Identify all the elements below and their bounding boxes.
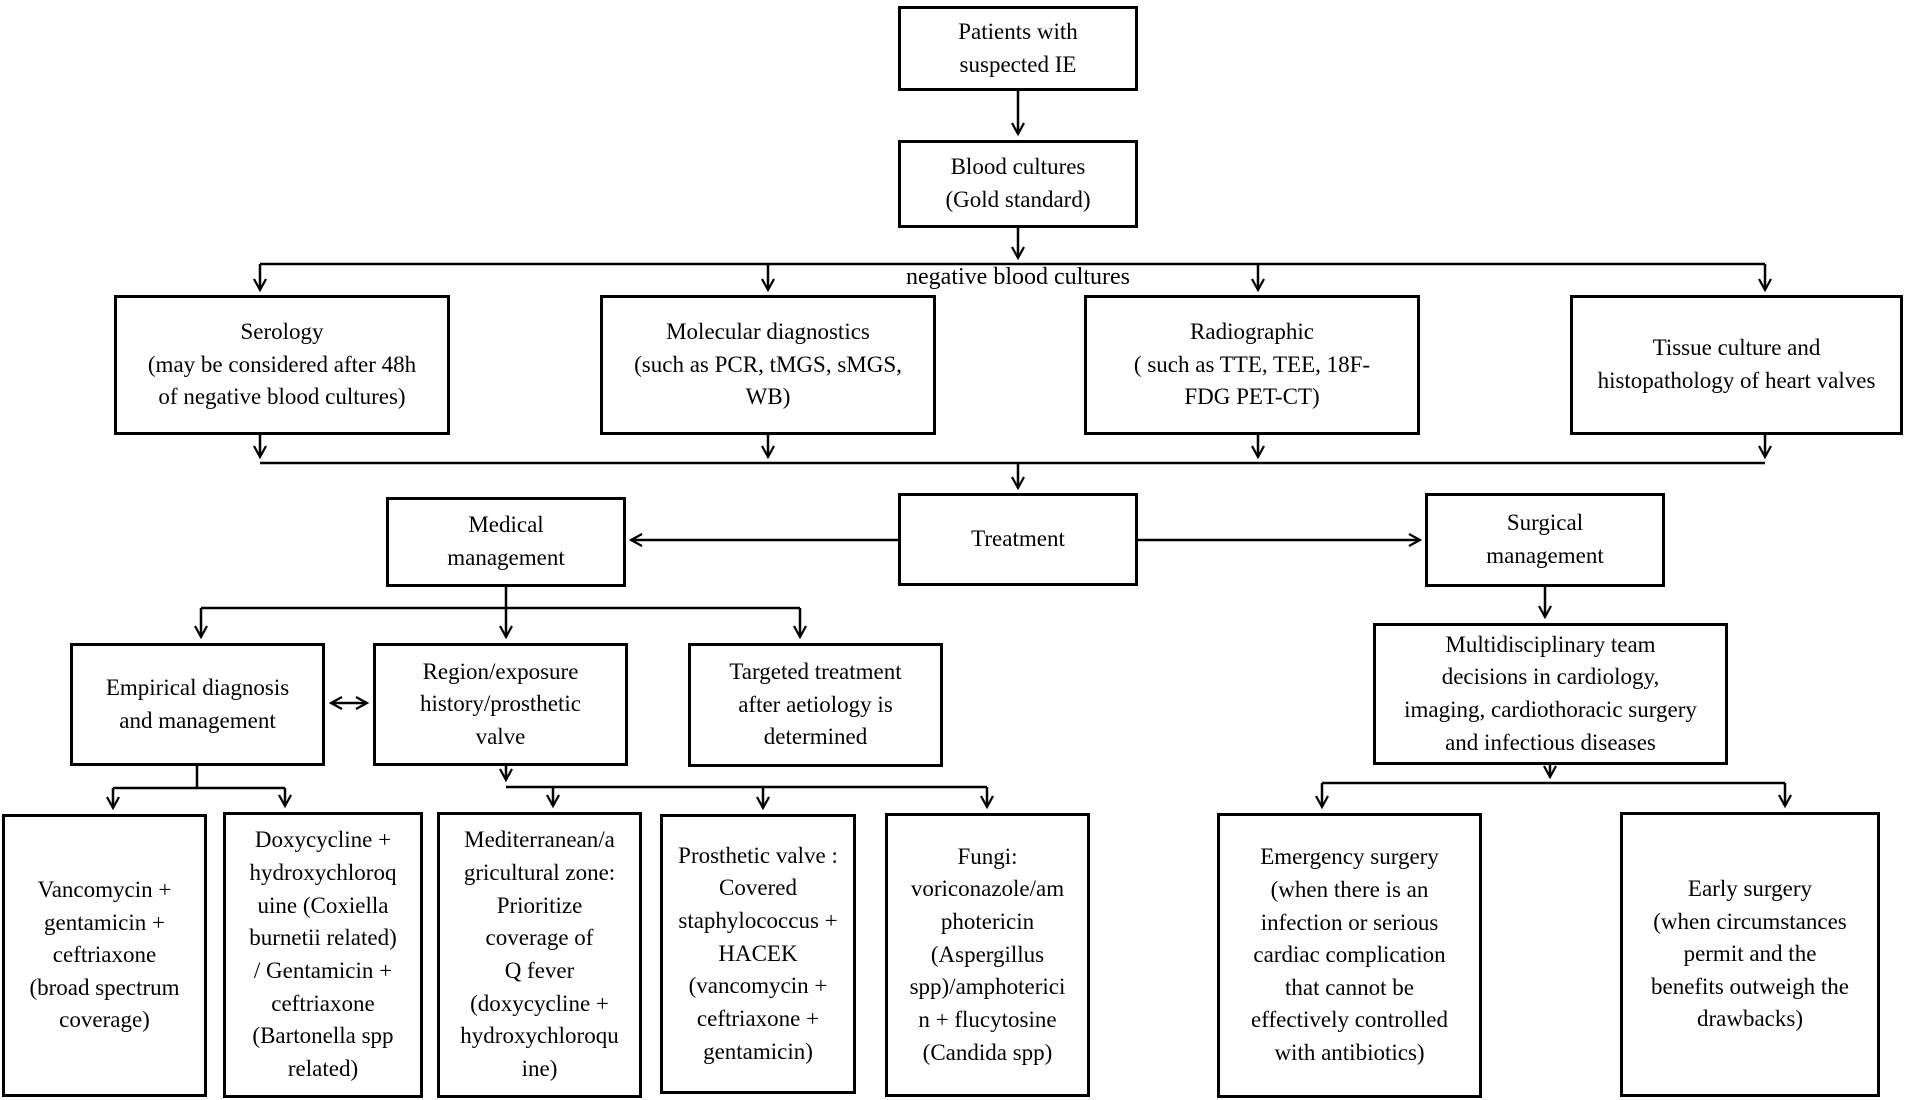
node-tissue-culture: Tissue culture and histopathology of hea… <box>1570 295 1903 435</box>
node-radiographic: Radiographic ( such as TTE, TEE, 18F- FD… <box>1084 295 1420 435</box>
node-empirical-diagnosis: Empirical diagnosis and management <box>70 643 325 766</box>
node-vancomycin-regimen: Vancomycin + gentamicin + ceftriaxone (b… <box>2 814 207 1097</box>
node-mediterranean-zone: Mediterranean/a gricultural zone: Priori… <box>437 812 642 1098</box>
node-serology: Serology (may be considered after 48h of… <box>114 295 450 435</box>
node-patients-suspected-ie: Patients with suspected IE <box>898 6 1138 91</box>
node-targeted-treatment: Targeted treatment after aetiology is de… <box>688 643 943 767</box>
node-doxycycline-regimen: Doxycycline + hydroxychloroq uine (Coxie… <box>223 812 423 1098</box>
node-early-surgery: Early surgery (when circumstances permit… <box>1620 812 1880 1097</box>
node-emergency-surgery: Emergency surgery (when there is an infe… <box>1217 813 1482 1098</box>
node-multidisciplinary-team: Multidisciplinary team decisions in card… <box>1373 623 1728 765</box>
node-prosthetic-valve: Prosthetic valve : Covered staphylococcu… <box>660 814 856 1094</box>
node-surgical-management: Surgical management <box>1425 493 1665 587</box>
node-blood-cultures: Blood cultures (Gold standard) <box>898 140 1138 228</box>
label-negative-blood-cultures: negative blood cultures <box>906 264 1130 290</box>
node-medical-management: Medical management <box>386 497 626 587</box>
node-treatment: Treatment <box>898 493 1138 586</box>
node-region-exposure: Region/exposure history/prosthetic valve <box>373 643 628 766</box>
node-molecular-diagnostics: Molecular diagnostics (such as PCR, tMGS… <box>600 295 936 435</box>
node-fungi-regimen: Fungi: voriconazole/am photericin (Asper… <box>885 813 1090 1097</box>
